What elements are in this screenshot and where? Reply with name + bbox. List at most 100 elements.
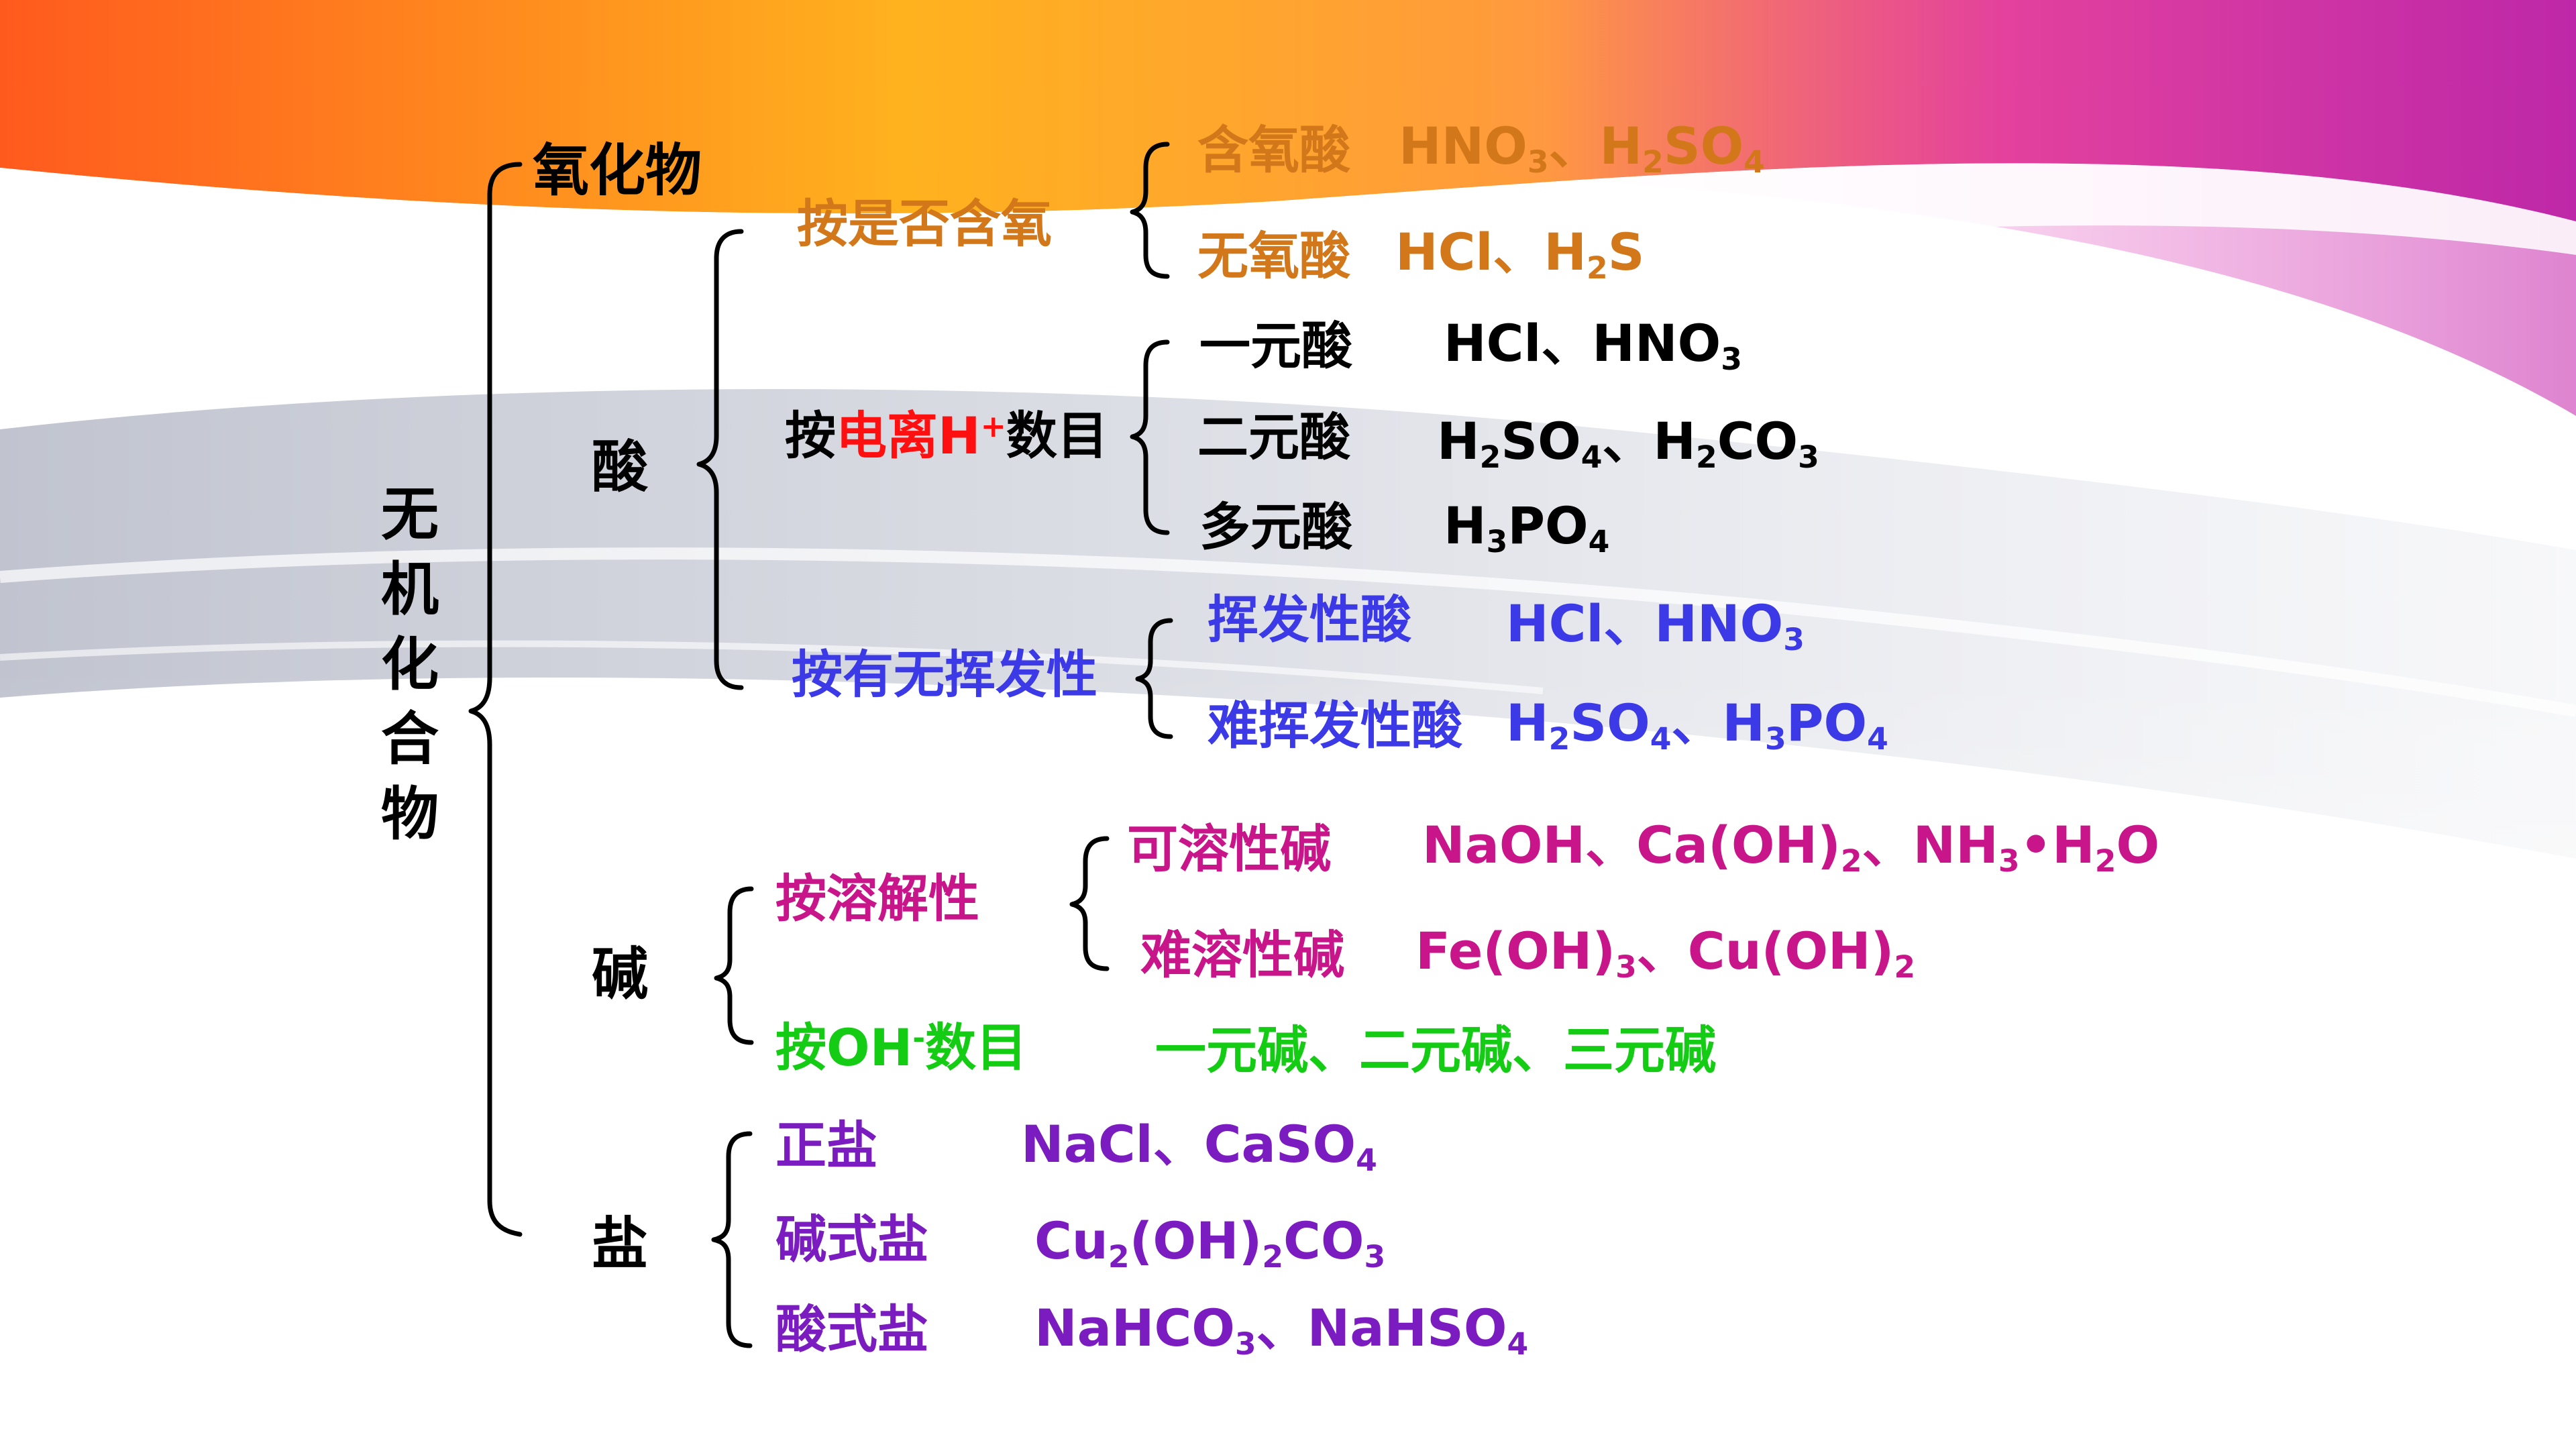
normal-salt-examples: NaCl、CaSO4: [1021, 1119, 1377, 1176]
formula-text: (OH): [1129, 1211, 1263, 1271]
polyprotic-examples: H3PO4: [1444, 500, 1609, 557]
formula-subscript: 3: [1527, 144, 1549, 180]
nonoxyacid-examples: HCl、H2S: [1395, 227, 1645, 284]
formula-subscript: 2: [1587, 250, 1608, 286]
brace-base: [714, 886, 754, 1045]
acid-label: 酸: [592, 434, 649, 500]
formula-subscript: 3: [1721, 341, 1742, 377]
formula-text: •H: [2019, 815, 2095, 875]
volatile-acid-examples: HCl、HNO3: [1506, 598, 1805, 655]
oxide-label: 氧化物: [533, 138, 702, 203]
diprotic-examples: H2SO4、H2CO3: [1437, 416, 1819, 473]
formula-text: SO: [1570, 693, 1650, 753]
formula-text: 、H: [1548, 116, 1643, 176]
formula-subscript: 3: [1998, 843, 2020, 879]
brace-oxygen: [1130, 142, 1170, 279]
oh-label-post: 数目: [925, 1018, 1028, 1077]
soluble-base-label: 可溶性碱: [1127, 819, 1331, 879]
formula-subscript: 4: [1650, 720, 1672, 757]
formula-subscript: 2: [1479, 439, 1501, 475]
acid-by-ionization-label: 按电离H+数目: [785, 411, 1108, 462]
diprotic-label: 二元酸: [1197, 407, 1350, 467]
soluble-base-examples: NaOH、Ca(OH)2、NH3•H2O: [1422, 820, 2159, 877]
ionization-label-sup: +: [980, 408, 1006, 444]
formula-subscript: 3: [1364, 1238, 1386, 1275]
base-by-oh-value: 一元碱、二元碱、三元碱: [1155, 1020, 1716, 1080]
formula-text: HCl、H: [1395, 222, 1587, 282]
formula-subscript: 2: [1262, 1238, 1284, 1275]
acid-by-volatility-label: 按有无挥发性: [792, 645, 1097, 704]
formula-text: PO: [1507, 496, 1589, 555]
brace-root: [468, 162, 523, 1237]
formula-text: H: [1506, 693, 1549, 753]
salt-label: 盐: [592, 1211, 649, 1277]
brace-salt: [711, 1131, 753, 1348]
formula-subscript: 3: [1615, 949, 1637, 985]
formula-subscript: 2: [1642, 144, 1664, 180]
brace-ionization: [1130, 339, 1170, 535]
oxyacid-examples: HNO3、H2SO4: [1399, 121, 1765, 178]
formula-subscript: 2: [1840, 843, 1862, 879]
insoluble-base-label: 难溶性碱: [1140, 925, 1344, 985]
formula-subscript: 2: [1108, 1238, 1130, 1275]
brace-solubility: [1069, 836, 1110, 971]
formula-subscript: 2: [1894, 949, 1916, 985]
ionization-label-post: 数目: [1006, 406, 1108, 466]
formula-text: H: [1437, 411, 1480, 471]
formula-text: O: [2116, 815, 2160, 875]
formula-text: Cu: [1034, 1211, 1108, 1271]
acid-salt-examples: NaHCO3、NaHSO4: [1034, 1303, 1528, 1360]
acid-by-oxygen-label: 按是否含氧: [797, 194, 1052, 254]
base-by-oh-label: 按OH-数目: [775, 1022, 1027, 1073]
formula-text: 、NH: [1862, 815, 1998, 875]
formula-subscript: 2: [1696, 439, 1717, 475]
monoprotic-examples: HCl、HNO3: [1444, 318, 1742, 375]
formula-subscript: 4: [1507, 1326, 1529, 1362]
volatile-acid-label: 挥发性酸: [1208, 590, 1411, 649]
oh-label-sup: -: [912, 1020, 926, 1056]
formula-text: S: [1607, 222, 1645, 282]
normal-salt-label: 正盐: [775, 1116, 877, 1175]
formula-text: NaOH、Ca(OH): [1422, 815, 1841, 875]
brace-acid: [696, 229, 744, 690]
basic-salt-label: 碱式盐: [775, 1210, 928, 1269]
ionization-label-red: 电离H: [836, 406, 981, 466]
formula-subscript: 3: [1486, 523, 1508, 559]
formula-text: SO: [1501, 411, 1581, 471]
formula-text: HNO: [1399, 116, 1527, 176]
formula-subscript: 4: [1356, 1142, 1377, 1178]
nonvolatile-acid-label: 难挥发性酸: [1208, 696, 1462, 755]
nonoxyacid-label: 无氧酸: [1197, 226, 1350, 286]
formula-text: 、H: [1602, 411, 1697, 471]
formula-text: HCl、HNO: [1444, 313, 1721, 373]
formula-subscript: 3: [1783, 621, 1805, 657]
formula-subscript: 4: [1580, 439, 1603, 475]
nonvolatile-acid-examples: H2SO4、H3PO4: [1506, 698, 1888, 755]
formula-text: HCl、HNO: [1506, 594, 1784, 653]
formula-text: Fe(OH): [1415, 921, 1616, 981]
formula-text: 、H: [1671, 693, 1766, 753]
polyprotic-label: 多元酸: [1199, 497, 1352, 557]
root-label: 无机化合物: [381, 481, 439, 849]
formula-text: PO: [1786, 693, 1868, 753]
acid-salt-label: 酸式盐: [775, 1299, 928, 1359]
monoprotic-label: 一元酸: [1199, 316, 1352, 376]
formula-subscript: 2: [1548, 720, 1570, 757]
formula-text: 、Cu(OH): [1636, 921, 1894, 981]
formula-text: CO: [1717, 411, 1799, 471]
formula-text: SO: [1663, 116, 1744, 176]
formula-subscript: 4: [1743, 144, 1765, 180]
oxyacid-label: 含氧酸: [1197, 120, 1350, 180]
insoluble-base-examples: Fe(OH)3、Cu(OH)2: [1415, 926, 1915, 983]
oh-label-pre: 按OH: [775, 1018, 913, 1077]
base-label: 碱: [592, 941, 649, 1007]
formula-text: NaCl、CaSO: [1021, 1114, 1356, 1174]
formula-text: NaHCO: [1034, 1298, 1235, 1358]
ionization-label-pre: 按: [785, 406, 836, 466]
formula-subscript: 4: [1588, 523, 1610, 559]
formula-subscript: 4: [1867, 720, 1888, 757]
formula-subscript: 3: [1765, 720, 1786, 757]
formula-subscript: 3: [1798, 439, 1819, 475]
